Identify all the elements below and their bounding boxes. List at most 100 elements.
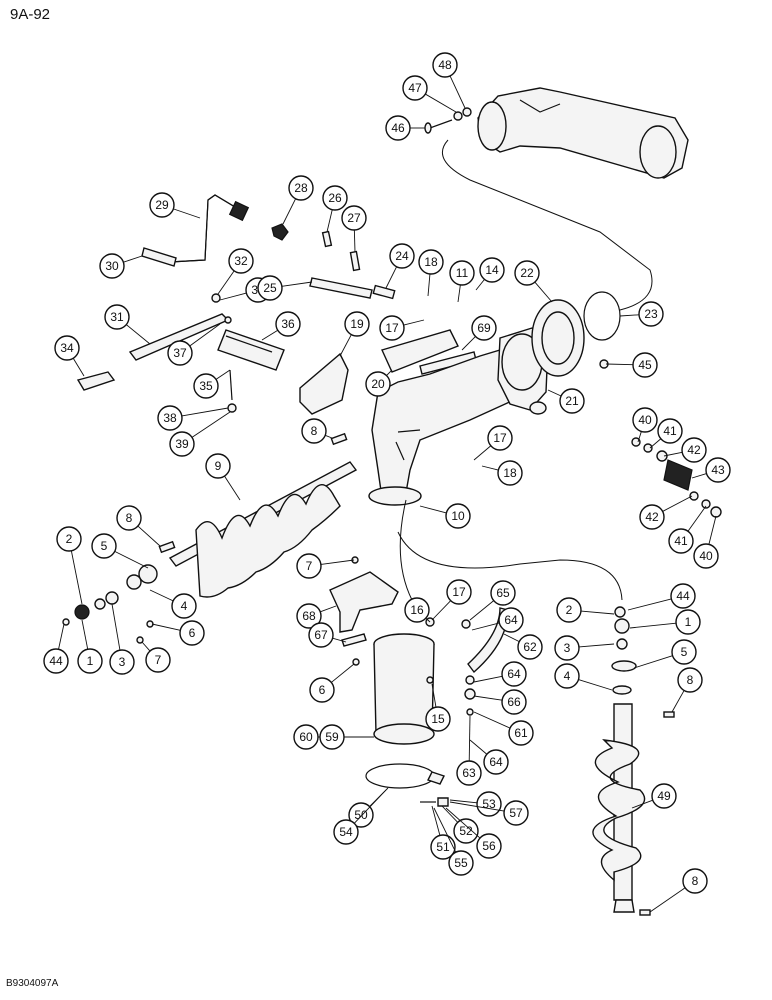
- callout-leader: [72, 358, 85, 377]
- callout-circle: [309, 677, 335, 703]
- callout-circle: [639, 504, 665, 530]
- callout-number: 59: [325, 730, 339, 744]
- callout-leader: [325, 434, 333, 439]
- callout-leader: [141, 641, 151, 652]
- callout-60: 60: [293, 724, 336, 750]
- callout-number: 57: [509, 806, 523, 820]
- callout-6: 6: [309, 663, 355, 703]
- callout-17: 17: [473, 425, 513, 461]
- callout-number: 56: [482, 839, 496, 853]
- callout-17: 17: [379, 315, 425, 341]
- callout-circle: [104, 304, 130, 330]
- callout-circle: [169, 431, 195, 457]
- callout-circle: [498, 607, 524, 633]
- callout-number: 25: [263, 281, 277, 295]
- callout-59: 59: [319, 724, 374, 750]
- callout-8: 8: [649, 868, 708, 913]
- callout-number: 10: [451, 509, 465, 523]
- callout-circle: [668, 528, 694, 554]
- callout-number: 62: [523, 640, 537, 654]
- shield-19: [299, 352, 349, 415]
- callout-48: 48: [432, 52, 466, 109]
- callout-circle: [404, 597, 430, 623]
- callout-leader: [631, 799, 653, 809]
- callout-5: 5: [91, 533, 149, 569]
- callout-number: 24: [395, 249, 409, 263]
- callout-leader: [215, 369, 231, 380]
- callout-leader: [425, 617, 431, 623]
- callout-leader: [331, 663, 355, 683]
- callout-circle: [632, 407, 658, 433]
- curved-plate-62: [425, 607, 509, 716]
- callout-leader: [469, 600, 494, 621]
- callout-39: 39: [169, 411, 231, 457]
- horizontal-auger-9: [158, 432, 358, 598]
- callout-3: 3: [109, 603, 135, 675]
- callout-leader: [433, 807, 457, 853]
- callout-50: 50: [348, 787, 389, 828]
- callout-35: 35: [193, 369, 231, 399]
- callout-leader: [503, 633, 520, 643]
- callout-17: 17: [431, 579, 472, 621]
- callout-leader: [126, 324, 151, 345]
- callout-number: 44: [49, 654, 63, 668]
- callout-circle: [116, 505, 142, 531]
- callout-circle: [385, 115, 411, 141]
- callout-circle: [554, 635, 580, 661]
- callout-number: 21: [565, 394, 579, 408]
- callout-number: 8: [687, 673, 694, 687]
- callout-leader: [386, 369, 393, 376]
- callout-number: 14: [485, 263, 499, 277]
- callout-37: 37: [167, 323, 221, 366]
- callout-number: 36: [281, 317, 295, 331]
- callout-8: 8: [116, 505, 161, 547]
- callout-circle: [476, 833, 502, 859]
- callout-leader: [578, 643, 615, 648]
- callout-number: 47: [408, 81, 422, 95]
- callout-leader: [473, 445, 492, 461]
- callout-circle: [275, 311, 301, 337]
- tube-59: [365, 633, 449, 807]
- callout-circle: [167, 340, 193, 366]
- callout-leader: [619, 314, 640, 317]
- callout-number: 2: [566, 603, 573, 617]
- callout-54: 54: [333, 789, 387, 845]
- callout-number: 37: [173, 346, 187, 360]
- callout-leader: [114, 550, 149, 569]
- callout-number: 41: [674, 534, 688, 548]
- callout-leader: [605, 363, 634, 366]
- callout-number: 53: [482, 797, 496, 811]
- callout-number: 4: [564, 669, 571, 683]
- callout-number: 3: [119, 655, 126, 669]
- callout-circle: [503, 800, 529, 826]
- callout-16: 16: [404, 597, 431, 623]
- callout-circle: [389, 243, 415, 269]
- callout-leader: [481, 465, 499, 471]
- callout-circle: [705, 457, 731, 483]
- callout-42: 42: [663, 437, 707, 463]
- callout-circle: [288, 175, 314, 201]
- callout-41: 41: [668, 505, 707, 554]
- callout-leader: [320, 559, 355, 565]
- callout-leader: [332, 637, 347, 643]
- callout-leader: [425, 93, 457, 113]
- callout-circle: [171, 593, 197, 619]
- callout-47: 47: [402, 75, 457, 113]
- callout-42: 42: [639, 495, 693, 530]
- callout-number: 67: [314, 628, 328, 642]
- callout-leader: [473, 695, 503, 701]
- callout-leader: [81, 619, 89, 650]
- callout-leader: [261, 329, 279, 341]
- callout-32: 32: [217, 248, 254, 295]
- callout-leader: [320, 605, 337, 613]
- callout-leader: [123, 255, 143, 263]
- callout-circle: [348, 802, 374, 828]
- callout-21: 21: [547, 388, 585, 414]
- callout-circle: [559, 388, 585, 414]
- callout-leader: [58, 623, 65, 650]
- callout-circle: [449, 260, 475, 286]
- callout-leader: [473, 675, 503, 683]
- figure-code: B9304097A: [6, 978, 59, 989]
- callout-leader: [431, 600, 451, 621]
- callout-number: 11: [456, 266, 469, 280]
